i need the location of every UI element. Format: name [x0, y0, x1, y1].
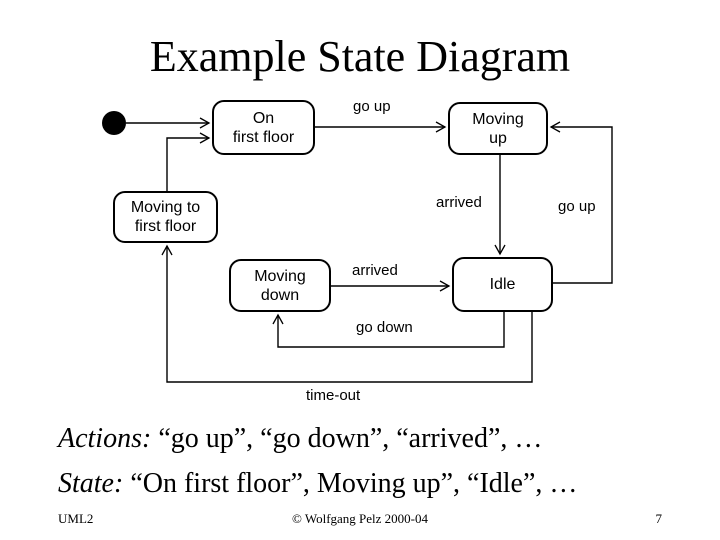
footer-course-label: UML2: [58, 511, 94, 526]
slide-title: Example State Diagram: [149, 32, 571, 81]
transition-label-go-down: go down: [356, 319, 413, 336]
transition-label-go-up-top: go up: [353, 98, 391, 115]
notes-state-text: “On first floor”, Moving up”, “Idle”, …: [123, 468, 578, 499]
initial-state-icon: [102, 111, 126, 135]
transition-label-arrived-lower: arrived: [352, 262, 398, 279]
notes-actions-text: “go up”, “go down”, “arrived”, …: [151, 423, 543, 454]
transition-idle-to-moving-to-first-floor: [161, 244, 533, 383]
notes-state-line: State: “On first floor”, Moving up”, “Id…: [58, 467, 577, 501]
state-label: up: [489, 129, 507, 147]
state-label: first floor: [134, 218, 197, 235]
state-label: down: [260, 286, 300, 304]
transition-label-go-up-right: go up: [558, 198, 596, 215]
notes-actions-line: Actions: “go up”, “go down”, “arrived”, …: [58, 422, 542, 456]
notes-actions-label: Actions:: [58, 423, 152, 454]
notes-state-label: State:: [58, 468, 124, 499]
slide-footer: UML2 © Wolfgang Pelz 2000-04 7: [0, 511, 720, 531]
state-label: Idle: [489, 276, 516, 293]
state-label: Moving: [472, 110, 524, 128]
footer-page-number: 7: [655, 511, 663, 526]
state-label: On: [252, 109, 275, 127]
state-on-first-floor: On first floor: [212, 100, 315, 155]
footer-copyright: © Wolfgang Pelz 2000-04: [291, 511, 429, 526]
state-label: Moving to: [130, 199, 201, 216]
state-moving-to-first-floor: Moving to first floor: [113, 191, 218, 243]
state-label: first floor: [232, 128, 295, 146]
transition-idle-to-moving-down: [272, 312, 505, 348]
transition-label-arrived-upper: arrived: [436, 194, 482, 211]
transition-idle-to-moving-up: [549, 121, 613, 284]
state-idle: Idle: [452, 257, 553, 312]
state-moving-up: Moving up: [448, 102, 548, 155]
state-moving-down: Moving down: [229, 259, 331, 312]
transition-moving-to-first-floor-to-on-first-floor: [166, 132, 211, 191]
state-label: Moving: [254, 267, 306, 285]
transition-label-time-out: time-out: [306, 387, 361, 404]
